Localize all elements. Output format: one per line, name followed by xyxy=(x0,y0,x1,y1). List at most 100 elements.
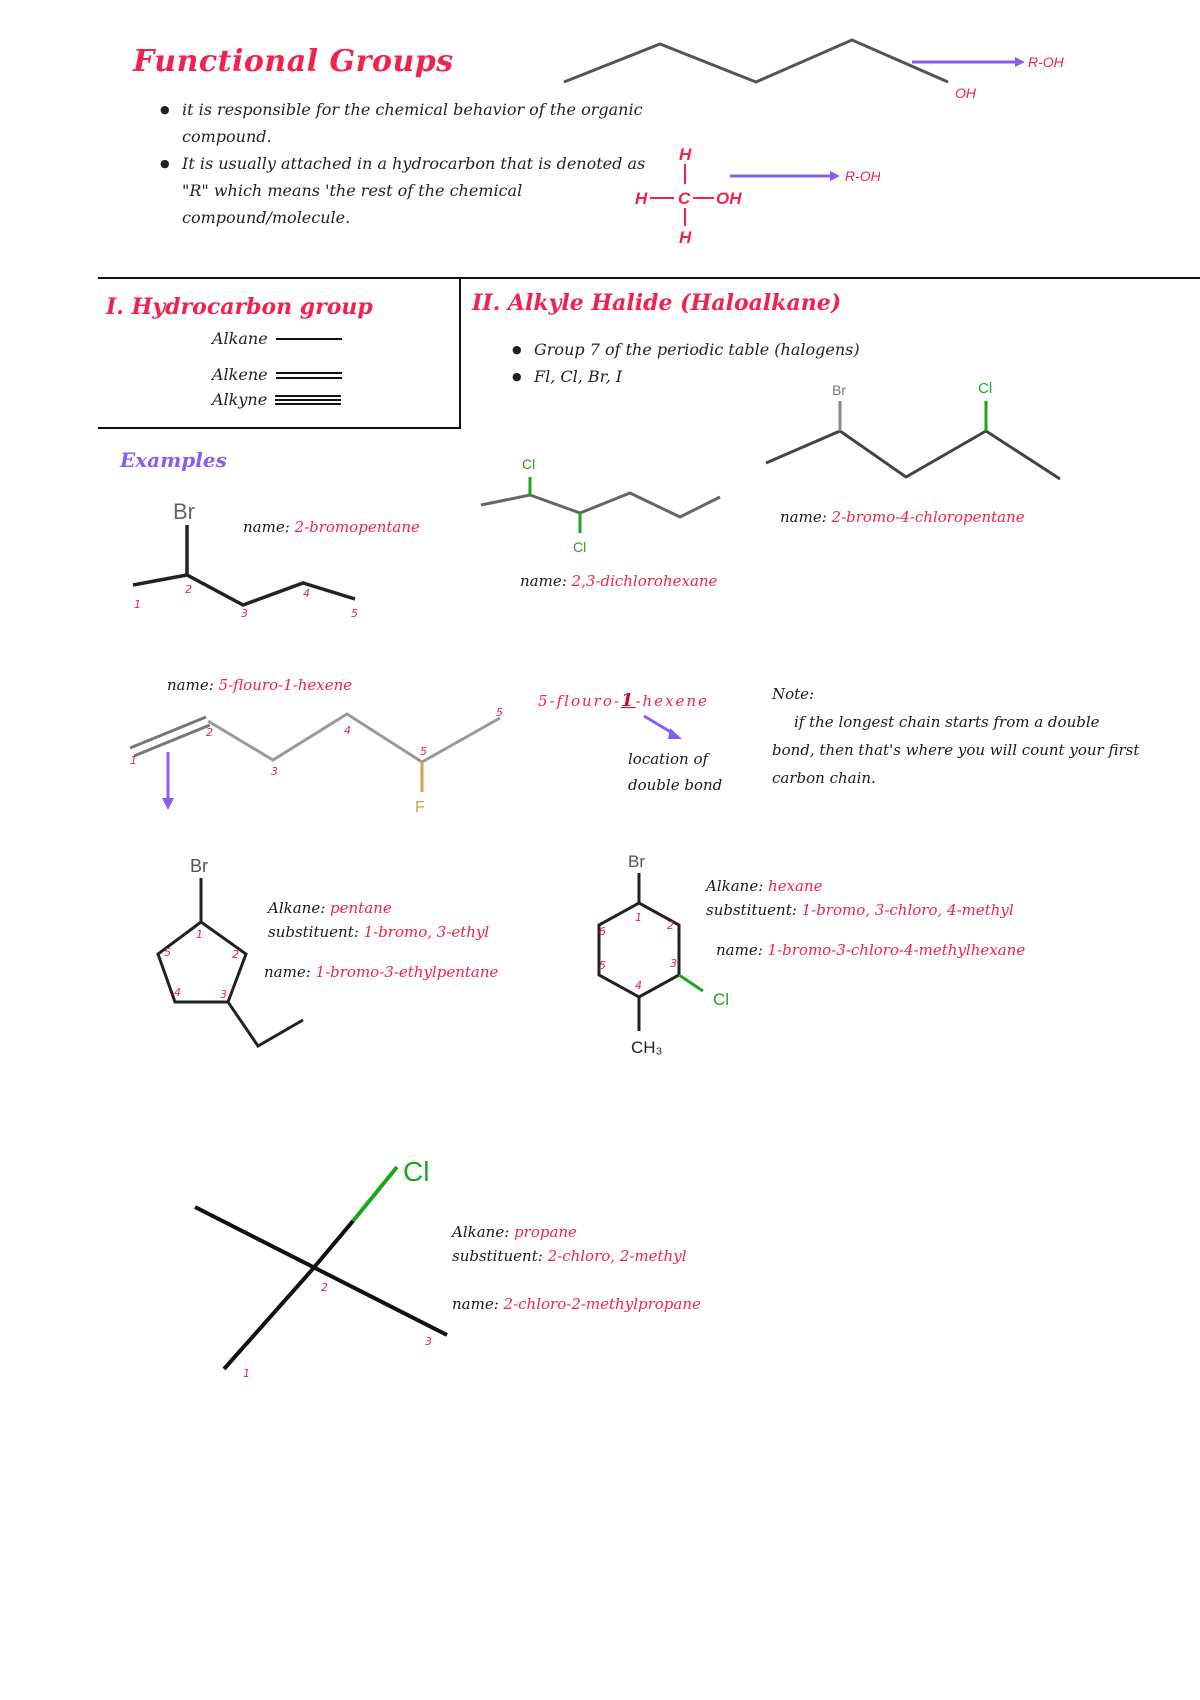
substituent-value: 2-chloro, 2-methyl xyxy=(547,1247,687,1265)
note-box: Note: if the longest chain starts from a… xyxy=(772,680,1142,792)
compound-name: 5-flouro-1-hexene xyxy=(218,676,353,694)
r-oh-label-2: R-OH xyxy=(845,168,880,184)
compound-name: 2-bromo-4-chloropentane xyxy=(831,508,1025,526)
compound-name: 1-bromo-3-ethylpentane xyxy=(315,963,499,981)
section-box-right xyxy=(459,277,461,429)
carbon-number: 1 xyxy=(635,911,642,924)
carbon-number: 3 xyxy=(425,1335,432,1348)
alkane-value: propane xyxy=(514,1223,577,1241)
carbon-number: 2 xyxy=(232,948,239,961)
br-atom: Br xyxy=(628,852,645,871)
br-atom: Br xyxy=(832,382,846,398)
name-label: name: xyxy=(716,941,763,959)
alkane-value: hexane xyxy=(768,877,823,895)
molecule-bromo-chloro-methyl-cyclohexane: Br Cl CH₃ 1 2 3 4 5 6 xyxy=(597,852,729,1057)
ex3-name: name: 2-bromo-4-chloropentane xyxy=(780,508,1025,526)
page-title: Functional Groups xyxy=(133,44,454,79)
location-arrow xyxy=(643,714,682,739)
bond-alkyne: Alkyne xyxy=(212,387,346,412)
molecule-bromo-ethyl-cyclopentane: Br 1 2 3 4 5 xyxy=(156,856,304,1048)
location-line: location of xyxy=(628,750,709,768)
f-atom: F xyxy=(415,799,425,816)
note-text: if the longest chain starts from a doubl… xyxy=(772,713,1140,787)
arrow-head xyxy=(1015,57,1025,67)
section-hydrocarbon-title: I. Hydrocarbon group xyxy=(106,294,373,320)
h-top: H xyxy=(679,145,692,164)
alcohol-chain-diagram: OH R-OH xyxy=(563,38,1065,101)
ex7-info: Alkane: propane substituent: 2-chloro, 2… xyxy=(452,1220,701,1316)
location-line: double bond xyxy=(628,776,723,794)
alkane-label: Alkane xyxy=(212,329,268,348)
substituent-label: substituent: xyxy=(268,923,359,941)
br-atom: Br xyxy=(190,856,208,876)
examples-label: Examples xyxy=(120,448,227,472)
molecule-2-bromopentane: Br 1 2 3 4 5 xyxy=(132,499,358,620)
cl-atom: Cl xyxy=(713,990,729,1009)
alkane-value: pentane xyxy=(330,899,392,917)
molecule-2-bromo-4-chloropentane: Br Cl xyxy=(765,380,1061,481)
name-highlight: 5-flouro-1-hexene xyxy=(538,690,709,711)
carbon-number: 5 xyxy=(599,959,606,972)
carbon-number: 1 xyxy=(130,754,137,767)
cl-atom: Cl xyxy=(403,1156,429,1187)
substituent-value: 1-bromo, 3-chloro, 4-methyl xyxy=(801,901,1014,919)
name-label: name: xyxy=(520,572,567,590)
name-part: 5-flouro- xyxy=(538,692,621,710)
bond-alkene: Alkene xyxy=(212,362,346,387)
carbon-number: 6 xyxy=(599,925,606,938)
carbon-chain xyxy=(563,38,949,84)
ex5-info: Alkane: pentane substituent: 1-bromo, 3-… xyxy=(264,896,499,984)
cl-atom: Cl xyxy=(573,539,586,555)
alkane-label: Alkane: xyxy=(452,1223,510,1241)
alkyne-label: Alkyne xyxy=(212,390,268,409)
triple-bond-icon xyxy=(275,394,342,405)
carbon-number: 1 xyxy=(134,598,141,611)
name-label: name: xyxy=(167,676,214,694)
single-bond-icon xyxy=(275,337,342,340)
bond-types: Alkane Alkene Alkyne xyxy=(212,326,346,412)
name-part: -hexene xyxy=(635,692,709,710)
compound-name: 2,3-dichlorohexane xyxy=(571,572,718,590)
substituent-label: substituent: xyxy=(706,901,797,919)
carbon-number: 3 xyxy=(220,988,227,1001)
carbon-number: 5 xyxy=(420,745,427,758)
carbon-number: 1 xyxy=(243,1367,250,1380)
compound-name: 2-bromopentane xyxy=(294,518,420,536)
bullet-item: Group 7 of the periodic table (halogens) xyxy=(512,336,860,363)
carbon-number: 5 xyxy=(351,607,358,620)
carbon-number: 2 xyxy=(206,726,213,739)
double-bond-icon xyxy=(275,371,342,379)
ex4-name: name: 5-flouro-1-hexene xyxy=(167,676,352,694)
carbon-number: 3 xyxy=(241,607,248,620)
c-center: C xyxy=(678,189,691,208)
carbon-number: 4 xyxy=(174,986,181,999)
bullet-item: Fl, Cl, Br, I xyxy=(512,363,860,390)
carbon-number: 2 xyxy=(185,583,192,596)
h-left: H xyxy=(635,189,648,208)
br-atom: Br xyxy=(173,499,195,524)
ex1-name: name: 2-bromopentane xyxy=(243,518,420,536)
oh-right: OH xyxy=(716,189,742,208)
bullet-item: It is usually attached in a hydrocarbon … xyxy=(160,150,660,231)
intro-bullets: it is responsible for the chemical behav… xyxy=(160,96,660,231)
carbon-number: 2 xyxy=(667,919,674,932)
ex2-name: name: 2,3-dichlorohexane xyxy=(520,572,717,590)
ch3-group: CH₃ xyxy=(631,1038,662,1057)
substituent-label: substituent: xyxy=(452,1247,543,1265)
section-box-bottom xyxy=(98,427,460,429)
oh-label: OH xyxy=(955,85,977,101)
name-label: name: xyxy=(264,963,311,981)
methanol-diagram: H H C OH H R-OH xyxy=(635,145,880,247)
carbon-number: 5 xyxy=(496,706,503,719)
name-label: name: xyxy=(452,1295,499,1313)
molecule-2-3-dichlorohexane: Cl Cl xyxy=(480,456,721,555)
cl-atom: Cl xyxy=(522,456,535,472)
h-bottom: H xyxy=(679,228,692,247)
carbon-number: 1 xyxy=(196,928,203,941)
molecule-5-fluoro-1-hexene: F 1 2 3 4 5 5 xyxy=(129,706,503,816)
r-oh-label: R-OH xyxy=(1028,54,1065,70)
cl-atom: Cl xyxy=(978,380,992,397)
location-note: location of double bond xyxy=(628,746,722,798)
ex6-info: Alkane: hexane substituent: 1-bromo, 3-c… xyxy=(706,874,1025,962)
carbon-number: 3 xyxy=(271,765,278,778)
